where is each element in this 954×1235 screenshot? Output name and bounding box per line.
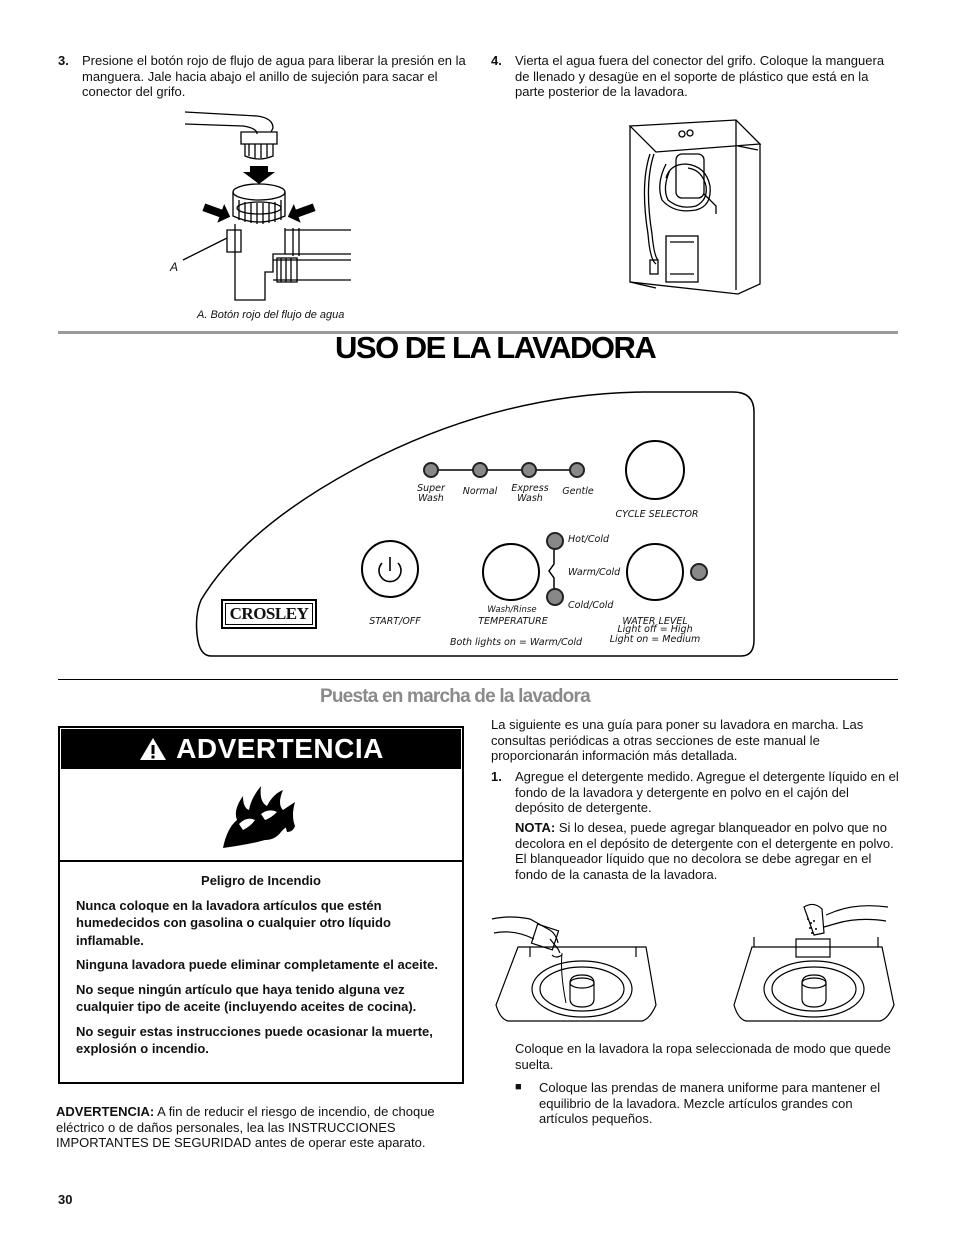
section-divider xyxy=(58,331,898,334)
temp-option-hot-cold: Hot/Cold xyxy=(568,534,609,545)
temperature-button[interactable] xyxy=(482,543,540,601)
warning-paragraph: No seque ningún artículo que haya tenido… xyxy=(76,981,417,1015)
brand-logo: CROSLEY xyxy=(221,599,317,629)
cycle-selector-button[interactable] xyxy=(625,440,685,500)
cycle-led-gentle[interactable] xyxy=(569,462,585,478)
warning-paragraph: Nunca coloque en la lavadora artículos q… xyxy=(76,897,391,948)
nota-text: Si lo desea, puede agregar blanqueador e… xyxy=(515,820,894,882)
temperature-label: TEMPERATURE xyxy=(478,616,548,627)
warning-header-text: ADVERTENCIA xyxy=(176,733,384,765)
cycle-led-express-wash[interactable] xyxy=(521,462,537,478)
step-number: 1. xyxy=(491,769,502,784)
callout-a: A xyxy=(170,260,179,274)
temp-led-cold-cold xyxy=(546,588,564,606)
subsection-title: Puesta en marcha de la lavadora xyxy=(320,686,591,707)
faucet-connector-illustration xyxy=(182,111,351,301)
warning-body: Peligro de Incendio Nunca coloque en la … xyxy=(60,862,462,1058)
warning-paragraph: No seguir estas instrucciones puede ocas… xyxy=(76,1023,433,1057)
cycle-label-normal: Normal xyxy=(462,486,498,497)
step-number: 4. xyxy=(491,53,502,68)
water-level-button[interactable] xyxy=(626,543,684,601)
wash-rinse-label: Wash/Rinse xyxy=(487,605,537,615)
intro-paragraph: La siguiente es una guía para poner su l… xyxy=(491,717,864,763)
cycle-selector-label: CYCLE SELECTOR xyxy=(615,509,699,520)
nota-label: NOTA: xyxy=(515,820,556,835)
water-level-led xyxy=(690,563,708,581)
step-text: Presione el botón rojo de flujo de agua … xyxy=(82,53,466,99)
page-number: 30 xyxy=(58,1192,73,1207)
bullet-text: Coloque las prendas de manera uniforme p… xyxy=(539,1080,881,1126)
cycle-led-super-wash[interactable] xyxy=(423,462,439,478)
cycle-led-normal[interactable] xyxy=(472,462,488,478)
warning-paragraph: Ninguna lavadora puede eliminar completa… xyxy=(76,957,438,972)
section-title: USO DE LA LAVADORA xyxy=(335,330,657,365)
load-paragraph: Coloque en la lavadora la ropa seleccion… xyxy=(515,1041,891,1072)
warning-header: ADVERTENCIA xyxy=(61,729,461,769)
warning-title: Peligro de Incendio xyxy=(201,873,321,888)
powder-detergent-illustration xyxy=(733,903,895,1022)
advertencia-label: ADVERTENCIA: xyxy=(56,1104,155,1119)
washer-back-illustration xyxy=(628,119,762,295)
fire-icon xyxy=(223,786,295,848)
warning-box: ADVERTENCIA Peligro de Incendio Nunca co… xyxy=(58,726,464,1084)
power-icon xyxy=(378,557,402,583)
step-number: 3. xyxy=(58,53,69,68)
warning-triangle-icon xyxy=(140,738,167,760)
cycle-label-gentle: Gentle xyxy=(562,486,594,497)
advertencia-text: A fin de reducir el riesgo de incendio, … xyxy=(56,1104,435,1150)
liquid-detergent-illustration xyxy=(491,916,657,1022)
step-3: 3. Presione el botón rojo de flujo de ag… xyxy=(58,53,468,100)
temp-led-hot-cold xyxy=(546,532,564,550)
figure-caption: A. Botón rojo del flujo de agua xyxy=(197,309,345,321)
nota-paragraph: NOTA: Si lo desea, puede agregar blanque… xyxy=(515,820,900,882)
start-off-label: START/OFF xyxy=(369,616,421,627)
step-text: Agregue el detergente medido. Agregue el… xyxy=(515,769,899,815)
fire-hazard-area xyxy=(60,770,462,862)
both-lights-note: Both lights on = Warm/Cold xyxy=(449,637,583,648)
advertencia-note: ADVERTENCIA: A fin de reducir el riesgo … xyxy=(56,1104,456,1151)
step-4: 4. Vierta el agua fuera del conector del… xyxy=(491,53,901,100)
temp-option-cold-cold: Cold/Cold xyxy=(568,600,614,611)
temp-option-warm-cold: Warm/Cold xyxy=(568,567,621,578)
start-off-button[interactable] xyxy=(361,540,419,598)
step-1: 1. Agregue el detergente medido. Agregue… xyxy=(491,769,901,816)
step-text: Vierta el agua fuera del conector del gr… xyxy=(515,53,885,99)
water-level-label: WATER LEVEL xyxy=(622,616,688,627)
section-divider-thin xyxy=(58,679,898,680)
bullet-item: ■ Coloque las prendas de manera uniforme… xyxy=(515,1080,900,1127)
bullet-mark: ■ xyxy=(515,1081,522,1093)
